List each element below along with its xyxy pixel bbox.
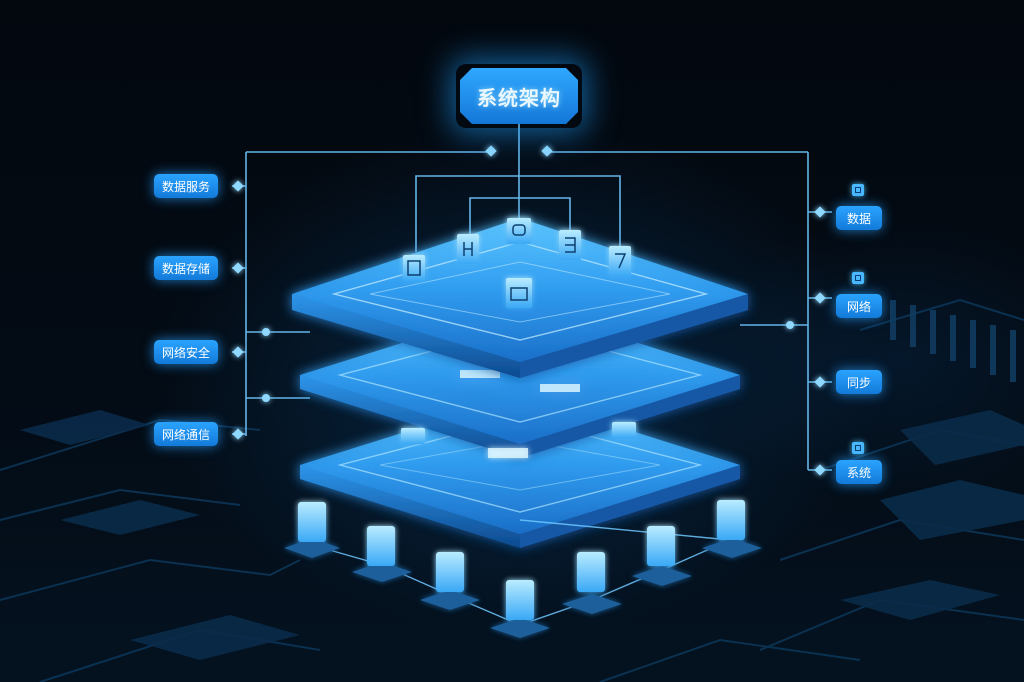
- network-node: [420, 552, 480, 610]
- connector-lines: [232, 124, 832, 471]
- background-grid-bars: [890, 300, 1016, 382]
- right-tag-network: 网络: [836, 294, 882, 318]
- database-icon: [507, 218, 531, 244]
- connector-diamonds: [232, 145, 826, 476]
- network-icon: [852, 272, 864, 284]
- network-node: [352, 526, 412, 582]
- core-chip-icon: [506, 278, 532, 308]
- network-node: [632, 526, 692, 586]
- network-node: [702, 500, 762, 558]
- network-node: [284, 502, 340, 558]
- left-tag-network-comm: 网络通信: [154, 422, 218, 446]
- right-tag-sync: 同步: [836, 370, 882, 394]
- server-icon: [457, 234, 479, 264]
- data-icon: [852, 184, 864, 196]
- right-tag-system: 系统: [836, 460, 882, 484]
- right-tag-data: 数据: [836, 206, 882, 230]
- diagram-title: 系统架构: [460, 68, 578, 124]
- document-icon: [403, 255, 425, 281]
- network-node: [490, 580, 550, 638]
- network-node: [562, 552, 622, 614]
- layer-cube: [401, 422, 636, 458]
- left-tag-data-service: 数据服务: [154, 174, 218, 198]
- background-blocks: [20, 410, 1024, 660]
- system-icon: [852, 442, 864, 454]
- node-icon: [609, 246, 631, 276]
- left-tag-data-storage: 数据存储: [154, 256, 218, 280]
- left-tag-network-security: 网络安全: [154, 340, 218, 364]
- network-nodes: [284, 500, 762, 638]
- cloud-icon: [559, 230, 581, 260]
